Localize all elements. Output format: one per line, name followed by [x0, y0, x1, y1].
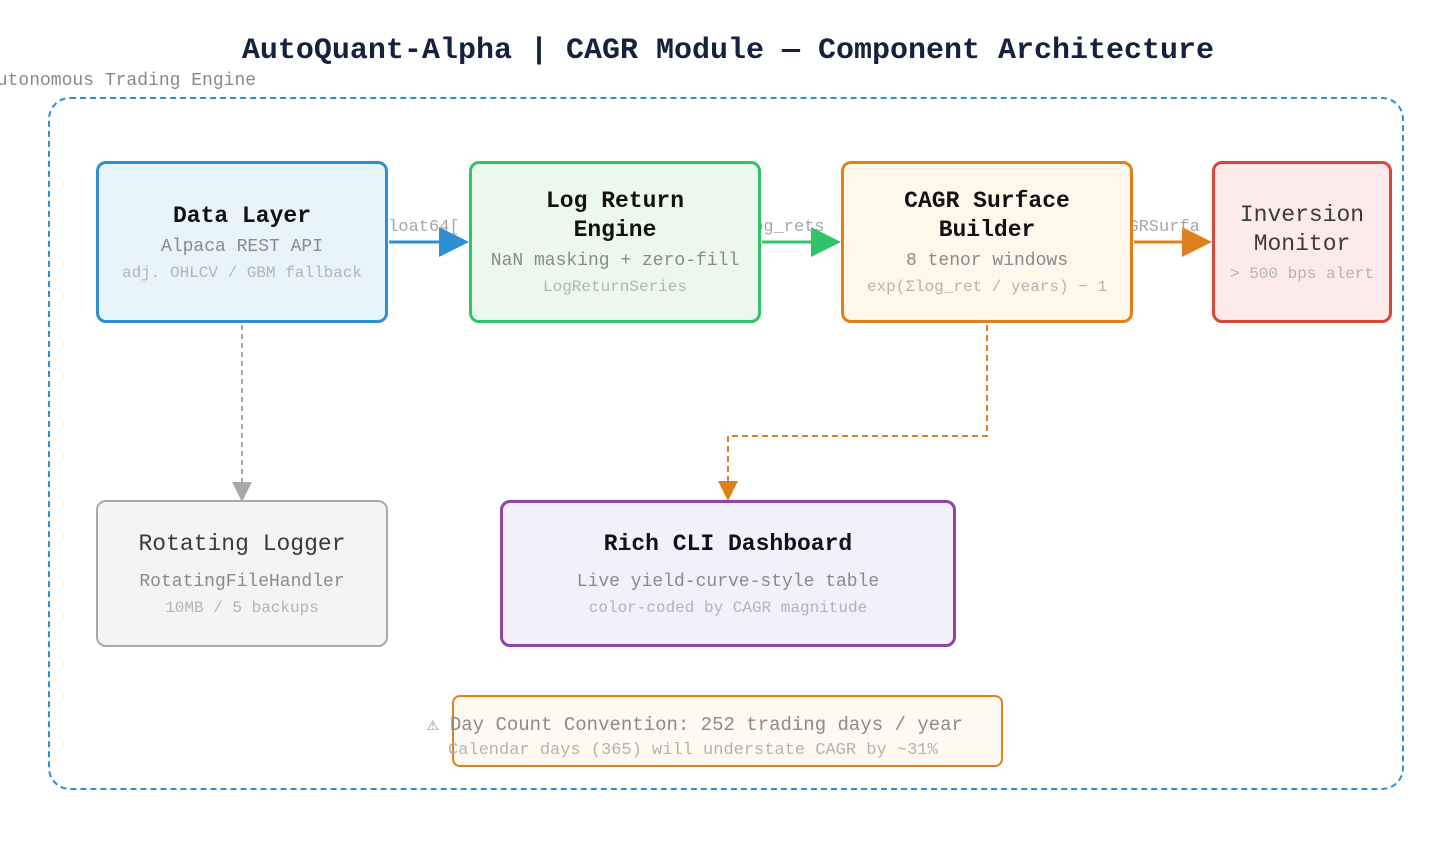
data-layer-node: Data Layer Alpaca REST API adj. OHLCV / … — [96, 161, 388, 323]
log-return-engine-node: Log Return Engine NaN masking + zero-fil… — [469, 161, 761, 323]
cagr-builder-title-line1: CAGR Surface — [904, 188, 1070, 214]
cagr-builder-title-line2: Builder — [938, 217, 1036, 243]
dashboard-title: Rich CLI Dashboard — [603, 530, 853, 557]
data-layer-title: Data Layer — [172, 202, 312, 229]
rich-cli-dashboard-node: Rich CLI Dashboard Live yield-curve-styl… — [500, 500, 956, 647]
rotating-logger-node: Rotating Logger RotatingFileHandler 10MB… — [96, 500, 388, 647]
engine-group-label: Autonomous Trading Engine — [0, 71, 257, 91]
dashboard-line1: Live yield-curve-style table — [576, 571, 880, 592]
engine-group-frame — [48, 97, 1404, 790]
inversion-title-line1: Inversion — [1239, 201, 1365, 228]
logger-title: Rotating Logger — [138, 530, 346, 557]
day-count-note-main: ⚠ Day Count Convention: 252 trading days… — [427, 714, 963, 736]
cagr-surface-builder-node: CAGR Surface Builder 8 tenor windows exp… — [841, 161, 1133, 323]
day-count-note-box — [452, 695, 1003, 767]
edge-label-log-rets: log_rets — [743, 218, 825, 237]
edge-cagr-to-dashboard — [718, 325, 988, 501]
day-count-note-sub: Calendar days (365) will understate CAGR… — [448, 741, 938, 760]
inversion-line1: > 500 bps alert — [1229, 264, 1375, 283]
log-return-line1: NaN masking + zero-fill — [490, 251, 740, 271]
edge-label-float64: float64[ — [378, 218, 460, 237]
data-layer-line1: Alpaca REST API — [160, 236, 324, 257]
logger-line1: RotatingFileHandler — [139, 571, 345, 592]
logger-line2: 10MB / 5 backups — [165, 598, 319, 617]
log-return-title-line2: Engine — [573, 217, 657, 243]
inversion-title-line2: Monitor — [1253, 230, 1351, 257]
log-return-title-line1: Log Return — [545, 188, 685, 214]
inversion-monitor-node: Inversion Monitor > 500 bps alert — [1212, 161, 1392, 323]
diagram-title: AutoQuant-Alpha | CAGR Module — Componen… — [241, 34, 1215, 68]
cagr-builder-line1: 8 tenor windows — [905, 251, 1069, 271]
log-return-line2: LogReturnSeries — [542, 278, 688, 296]
dashboard-line2: color-coded by CAGR magnitude — [588, 598, 868, 617]
data-layer-line2: adj. OHLCV / GBM fallback — [121, 263, 363, 282]
cagr-builder-line2: exp(Σlog_ret / years) − 1 — [866, 278, 1108, 296]
